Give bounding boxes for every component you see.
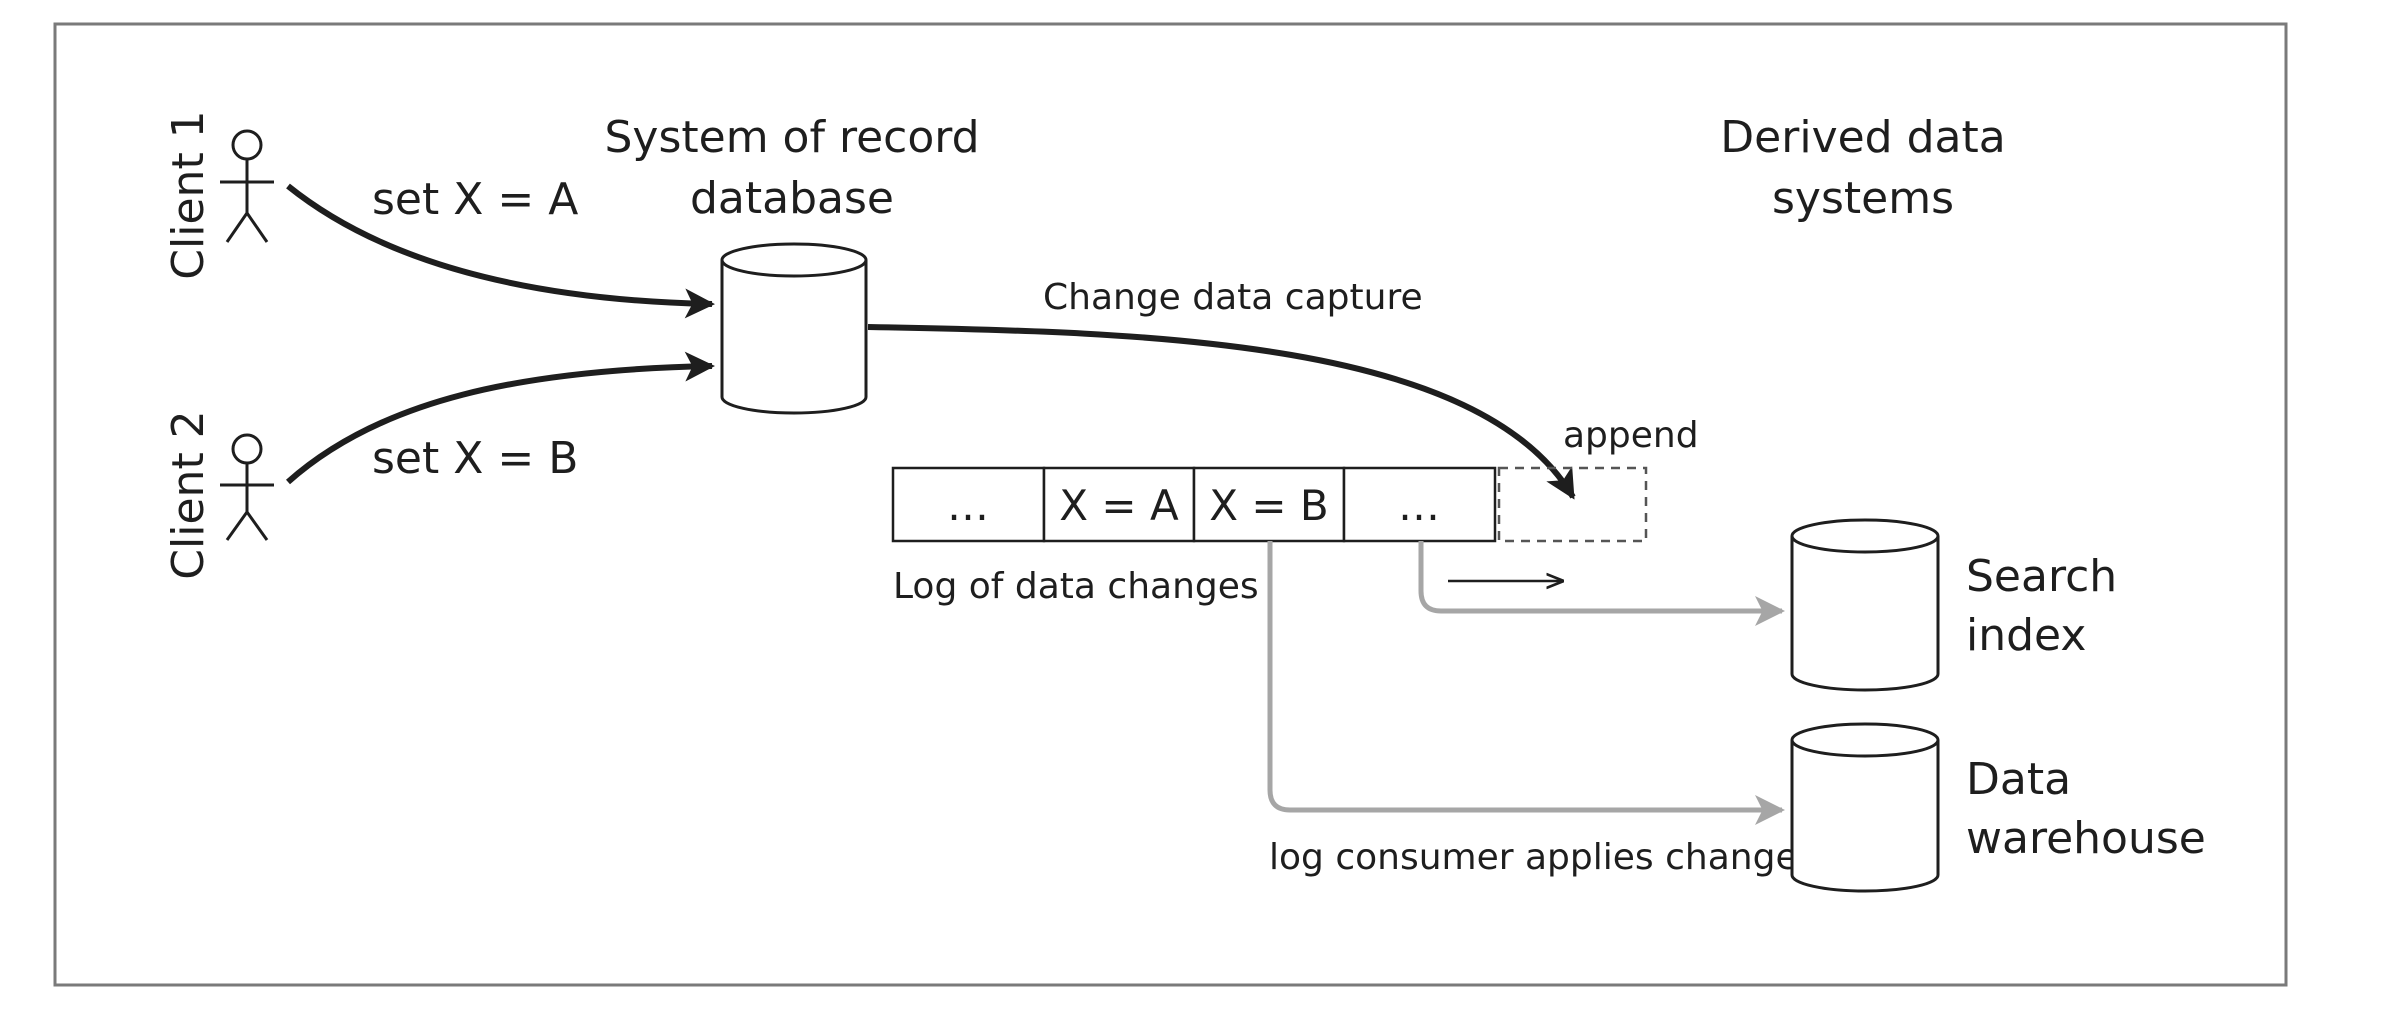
consumer-label: log consumer applies changes xyxy=(1269,837,1816,878)
search-index-database-icon xyxy=(1790,518,1940,692)
data-warehouse-database-icon xyxy=(1790,722,1940,893)
search-index-label-line1: Search xyxy=(1966,551,2117,602)
log-label: Log of data changes xyxy=(893,566,1259,607)
append-slot xyxy=(1497,466,1648,543)
system-of-record-database-icon xyxy=(720,242,868,415)
system-of-record-title-line2: database xyxy=(690,173,894,224)
derived-systems-title-line2: systems xyxy=(1772,173,1954,224)
search-index-feed-arrow xyxy=(1418,541,1785,626)
append-label: append xyxy=(1563,415,1699,456)
log-cell-text: … xyxy=(1398,481,1440,530)
change-log: … X = A X = B … xyxy=(891,466,1648,543)
log-cell xyxy=(1342,466,1497,543)
system-of-record-title-line1: System of record xyxy=(604,112,979,163)
client-1-write-arrow xyxy=(286,183,715,319)
derived-systems-title-line1: Derived data xyxy=(1720,112,2005,163)
cdc-arrow xyxy=(867,324,1576,500)
client-1-label: Client 1 xyxy=(163,110,214,279)
log-cell-text: X = A xyxy=(1059,481,1179,530)
log-cell xyxy=(1042,466,1196,543)
data-warehouse-feed-arrow xyxy=(1267,541,1785,825)
data-warehouse-label-line1: Data xyxy=(1966,754,2071,805)
client-2-action: set X = B xyxy=(372,433,578,484)
cdc-label: Change data capture xyxy=(1043,277,1423,318)
data-warehouse-label-line2: warehouse xyxy=(1966,813,2206,864)
client-2-label: Client 2 xyxy=(163,410,214,579)
client-1-person-icon xyxy=(220,129,274,243)
log-cell-text: … xyxy=(947,481,989,530)
client-1-action: set X = A xyxy=(372,174,578,225)
log-cell-text: X = B xyxy=(1209,481,1328,530)
client-2-person-icon xyxy=(220,433,274,541)
search-index-label-line2: index xyxy=(1966,610,2086,661)
client-2-write-arrow xyxy=(286,351,715,485)
